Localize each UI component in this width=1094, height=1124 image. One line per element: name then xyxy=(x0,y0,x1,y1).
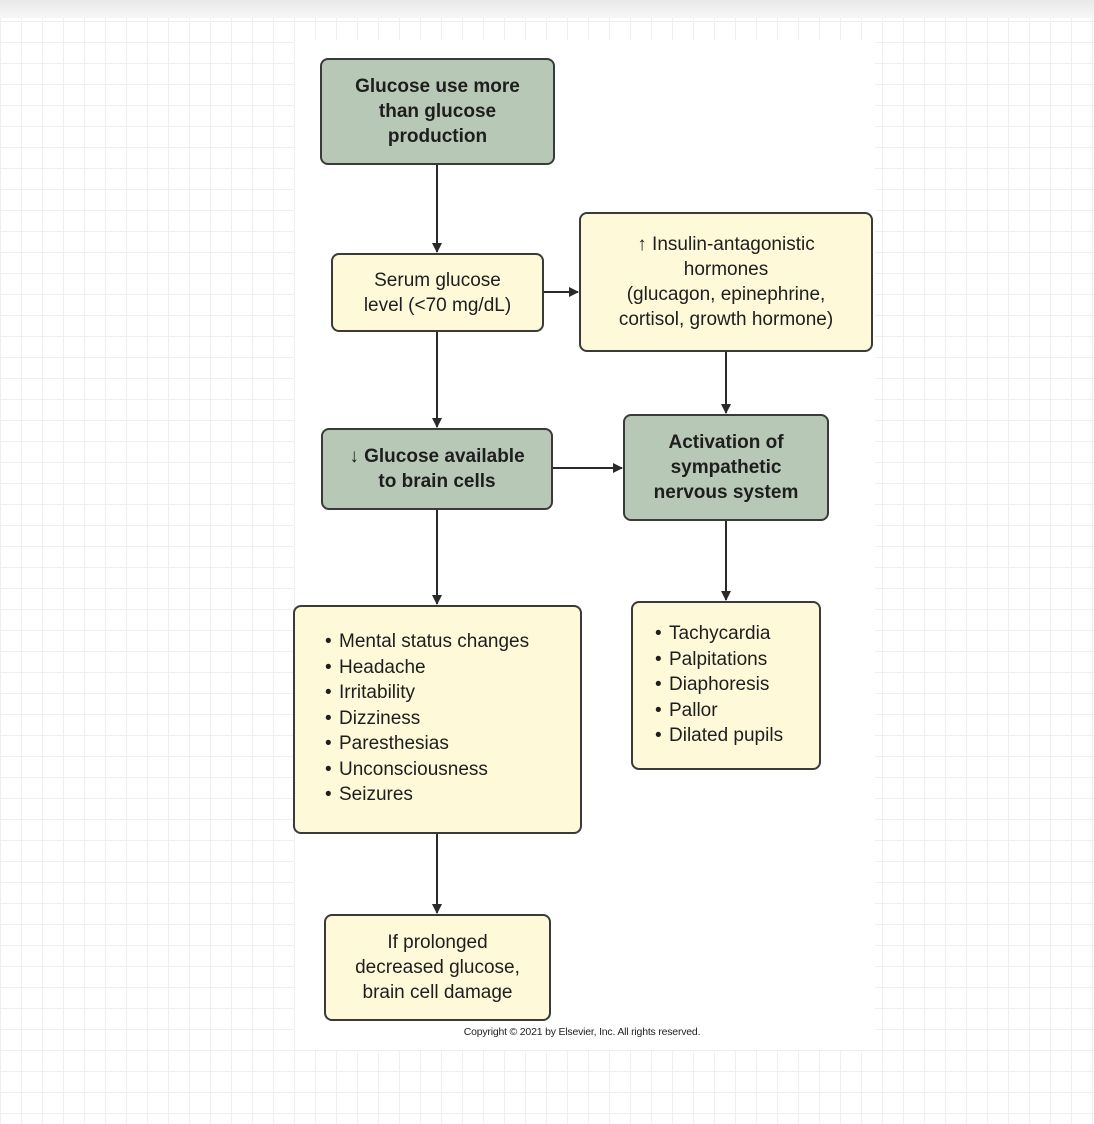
list-item: Dizziness xyxy=(325,706,529,732)
list-item: Pallor xyxy=(655,698,783,724)
neuro-symptoms-list: Mental status changes Headache Irritabil… xyxy=(325,629,529,808)
list-item: Diaphoresis xyxy=(655,672,783,698)
serum-glucose-box: Serum glucose level (<70 mg/dL) xyxy=(331,253,544,332)
prolonged-box: If prolonged decreased glucose, brain ce… xyxy=(324,914,551,1021)
list-item: Paresthesias xyxy=(325,731,529,757)
list-item: Dilated pupils xyxy=(655,723,783,749)
glucose-use-box: Glucose use more than glucose production xyxy=(320,58,555,165)
adrenergic-symptoms-list: Tachycardia Palpitations Diaphoresis Pal… xyxy=(655,621,783,749)
adrenergic-symptoms-box: Tachycardia Palpitations Diaphoresis Pal… xyxy=(631,601,821,770)
sympathetic-box: Activation of sympathetic nervous system xyxy=(623,414,829,521)
glucose-use-text: Glucose use more than glucose production xyxy=(355,76,520,147)
glucose-brain-box: ↓ Glucose available to brain cells xyxy=(321,428,553,510)
insulin-antagonistic-text: ↑ Insulin-antagonistic hormones (glucago… xyxy=(618,234,834,330)
prolonged-text: If prolonged decreased glucose, brain ce… xyxy=(355,932,520,1003)
insulin-antagonistic-box: ↑ Insulin-antagonistic hormones (glucago… xyxy=(579,212,873,352)
copyright-notice: Copyright © 2021 by Elsevier, Inc. All r… xyxy=(463,1026,701,1038)
list-item: Unconsciousness xyxy=(325,757,529,783)
neuro-symptoms-box: Mental status changes Headache Irritabil… xyxy=(293,605,582,834)
serum-glucose-text: Serum glucose level (<70 mg/dL) xyxy=(363,269,512,316)
list-item: Mental status changes xyxy=(325,629,529,655)
list-item: Tachycardia xyxy=(655,621,783,647)
glucose-brain-text: ↓ Glucose available to brain cells xyxy=(349,446,525,492)
list-item: Headache xyxy=(325,655,529,681)
list-item: Seizures xyxy=(325,782,529,808)
figure-panel xyxy=(295,40,875,1050)
sympathetic-text: Activation of sympathetic nervous system xyxy=(653,432,799,503)
browser-top-bar xyxy=(0,0,1094,18)
list-item: Palpitations xyxy=(655,647,783,673)
list-item: Irritability xyxy=(325,680,529,706)
